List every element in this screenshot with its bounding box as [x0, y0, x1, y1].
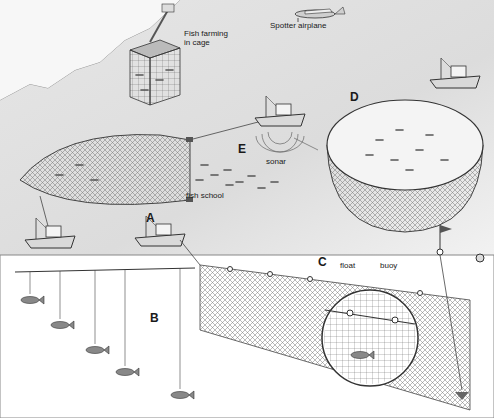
- gill-net: [455, 392, 469, 400]
- gill-net: [268, 272, 273, 277]
- sea-surface: [0, 0, 494, 255]
- seine-net: [56, 175, 63, 176]
- gill-net: [180, 225, 484, 410]
- gill-net: [440, 225, 452, 233]
- method-letter: C: [318, 256, 327, 269]
- boats: [25, 218, 75, 248]
- fish-cage: [150, 10, 168, 42]
- seine-net: [91, 180, 98, 181]
- boats: [135, 216, 185, 246]
- purse-seine: [430, 58, 480, 88]
- sonar-boat: [256, 136, 304, 152]
- purse-seine: [426, 135, 433, 136]
- spotter-airplane: [295, 10, 335, 18]
- long-line: [51, 321, 74, 329]
- underwater-panel: [0, 255, 494, 418]
- gill-net: [347, 310, 353, 316]
- seine-net: [76, 165, 83, 166]
- fish-cage: [150, 48, 180, 105]
- spotter-airplane: [295, 7, 345, 22]
- purse-seine: [327, 58, 483, 232]
- school-label: fish school: [186, 192, 224, 201]
- boats: [25, 216, 185, 248]
- fish-cage: [141, 90, 148, 91]
- gill-net: [180, 240, 200, 265]
- fish-school: [211, 175, 218, 176]
- gill-net: [392, 317, 398, 323]
- fish-cage: [130, 50, 150, 105]
- gill-net: [440, 255, 462, 390]
- gill-net: [351, 351, 374, 359]
- fish-cage: [136, 75, 143, 76]
- seine-net: [20, 135, 190, 205]
- fish-cage: [156, 80, 163, 81]
- purse-seine: [406, 170, 413, 171]
- spotter-airplane: [335, 7, 345, 14]
- airplane-label: Spotter airplane: [270, 22, 326, 31]
- gill-net: [228, 267, 233, 272]
- fish-cage: [130, 4, 180, 105]
- fish-school: [236, 182, 243, 183]
- method-letter: D: [350, 91, 359, 104]
- method-letter: A: [146, 212, 155, 225]
- long-line: [171, 391, 194, 399]
- fish-cage: [166, 70, 173, 71]
- fish-school: [248, 176, 255, 177]
- fish-school: [226, 185, 233, 186]
- purse-seine: [366, 155, 373, 156]
- fish-school: [271, 182, 278, 183]
- long-line: [95, 270, 96, 344]
- seine-net: [186, 137, 193, 142]
- sonar-boat: [255, 96, 318, 152]
- float-label: float: [340, 262, 355, 271]
- seine-net: [20, 121, 262, 226]
- gill-net: [322, 290, 418, 386]
- method-letter: E: [238, 143, 246, 156]
- sonar-boat: [268, 132, 292, 144]
- long-line: [21, 296, 44, 304]
- gill-net: [325, 310, 415, 324]
- fish-school: [201, 165, 208, 166]
- long-line: [30, 272, 31, 294]
- buoy-label: buoy: [380, 262, 397, 271]
- long-line: [180, 268, 181, 389]
- gill-net: [437, 249, 443, 255]
- long-line: [86, 346, 109, 354]
- fish-school: [196, 180, 203, 181]
- seine-net: [40, 196, 48, 226]
- gill-net: [418, 291, 423, 296]
- gill-net: [476, 254, 484, 262]
- sea-surface: [0, 0, 494, 255]
- long-line: [60, 271, 61, 319]
- purse-seine: [396, 130, 403, 131]
- purse-seine: [391, 160, 398, 161]
- long-line: [15, 268, 195, 272]
- fish-school: [196, 165, 278, 188]
- sonar-boat: [294, 138, 318, 150]
- fish-cage: [162, 4, 174, 12]
- fish-school: [224, 170, 231, 171]
- purse-seine: [416, 150, 423, 151]
- gill-net: [324, 292, 416, 384]
- long-line: [15, 268, 195, 399]
- long-line: [125, 270, 126, 366]
- method-letter: B: [150, 312, 159, 325]
- purse-seine: [441, 160, 448, 161]
- gill-net: [308, 277, 313, 282]
- purse-seine: [327, 100, 483, 190]
- cage-label: Fish farming in cage: [184, 30, 234, 48]
- sonar-label: sonar: [266, 158, 286, 167]
- sonar-boat: [255, 96, 305, 126]
- purse-seine: [376, 140, 383, 141]
- seine-net: [193, 121, 262, 139]
- fish-school: [258, 188, 265, 189]
- long-line: [116, 368, 139, 376]
- underwater-panel: [0, 255, 494, 418]
- spotter-airplane: [305, 9, 332, 14]
- gill-net: [200, 265, 470, 410]
